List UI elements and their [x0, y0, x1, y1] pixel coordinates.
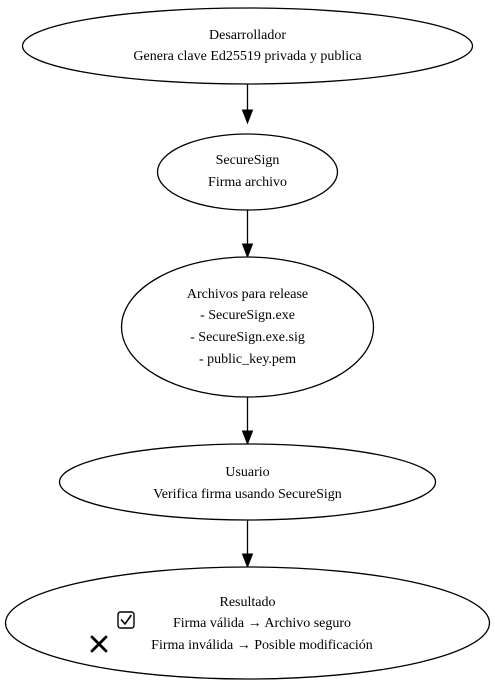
node-resultado-valid-line: Firma válida → Archivo seguro	[173, 616, 351, 631]
edge-securesign-to-archivos	[241, 210, 254, 259]
node-resultado-title: Resultado	[220, 595, 276, 610]
node-usuario-title: Usuario	[225, 465, 269, 480]
node-resultado-invalid-line: Firma inválida → Posible modificación	[151, 638, 373, 653]
node-archivos-line-3: - public_key.pem	[199, 352, 296, 367]
node-usuario-shape	[58, 443, 437, 521]
node-archivos-line-1: - SecureSign.exe	[200, 308, 295, 323]
node-archivos: Archivos para release - SecureSign.exe -…	[120, 256, 375, 398]
checkbox-check-icon	[117, 611, 135, 629]
node-archivos-line-2: - SecureSign.exe.sig	[190, 330, 305, 345]
node-desarrollador: Desarrollador Genera clave Ed25519 priva…	[21, 7, 474, 85]
node-usuario-line: Verifica firma usando SecureSign	[153, 487, 342, 502]
node-archivos-title: Archivos para release	[187, 287, 308, 302]
arrowhead-icon	[241, 109, 254, 125]
edge-desarrollador-to-securesign	[241, 84, 254, 125]
edge-usuario-to-resultado	[241, 520, 254, 569]
node-resultado-shape	[4, 566, 491, 680]
arrowhead-icon	[241, 430, 254, 446]
arrowhead-icon	[241, 553, 254, 569]
node-securesign-title: SecureSign	[216, 153, 280, 168]
node-desarrollador-line: Genera clave Ed25519 privada y publica	[133, 49, 362, 64]
cross-mark-icon	[90, 635, 108, 653]
node-archivos-shape	[120, 256, 375, 398]
node-desarrollador-title: Desarrollador	[209, 28, 286, 43]
node-securesign-line: Firma archivo	[208, 175, 287, 190]
arrowhead-icon	[241, 243, 254, 259]
node-securesign-shape	[156, 133, 339, 211]
node-resultado: Resultado Firma válida → Archivo seguro …	[4, 566, 491, 680]
node-desarrollador-shape	[21, 7, 474, 85]
node-securesign: SecureSign Firma archivo	[156, 133, 339, 211]
node-usuario: Usuario Verifica firma usando SecureSign	[58, 443, 437, 521]
edge-archivos-to-usuario	[241, 397, 254, 446]
